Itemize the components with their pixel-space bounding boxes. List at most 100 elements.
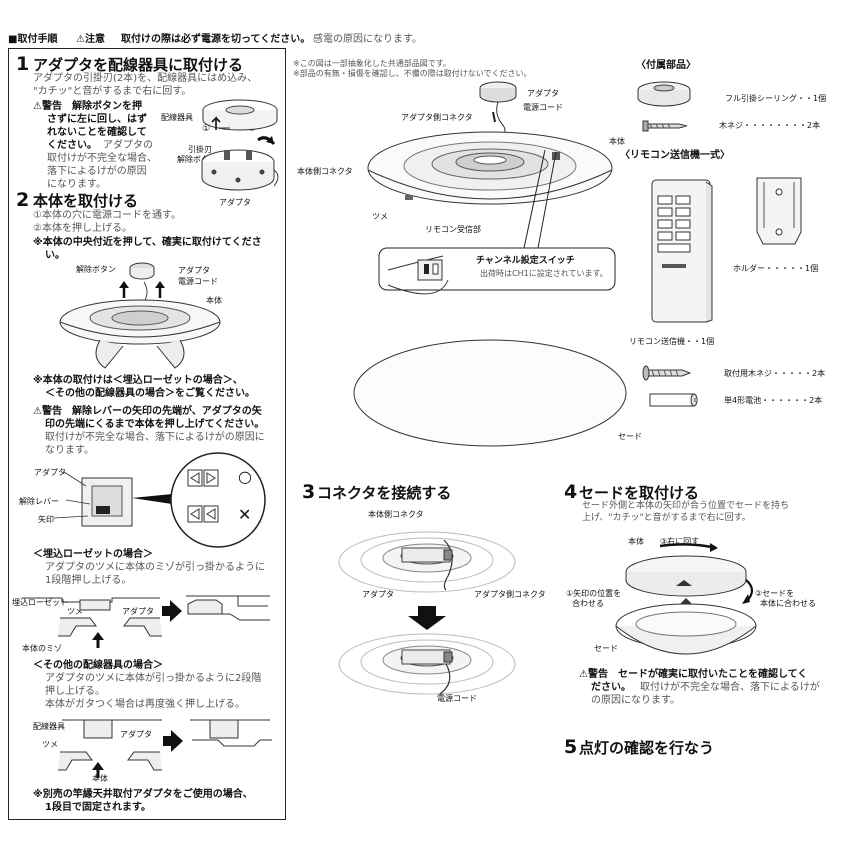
remote-set-title: 〈リモコン送信機一式〉 [620, 150, 730, 161]
accessory-wood-screw: 木ネジ・・・・・・・・2本 [719, 121, 821, 130]
step4-number: 4 [564, 481, 578, 503]
accessory-batteries: 単4形電池・・・・・・2本 [724, 396, 823, 405]
accessory-remote: リモコン送信機・・1個 [629, 337, 715, 346]
ok-mark: ○ [238, 467, 252, 486]
step3-number: 3 [302, 481, 316, 503]
step2-number: 2 [16, 189, 30, 211]
main-label-body: 本体 [609, 137, 625, 146]
diagram-note2: ※部品の有無・損傷を確認し、不備の際は取付けないでください。 [293, 69, 532, 78]
step2-note-l2: い。 [45, 250, 65, 261]
circle-1: ① [202, 124, 211, 134]
label-release-lever: 解除レバー [19, 497, 59, 506]
case2-title: ＜その他の配線器具の場合＞ [33, 660, 163, 671]
main-label-tab: ツメ [372, 212, 388, 221]
step4-title: セードを取付ける [579, 484, 700, 502]
step4-label-rotate: ③右に回す [660, 537, 700, 546]
section-title: ■取付手順 [8, 34, 58, 45]
main-label-body-conn: 本体側コネクタ [297, 167, 353, 176]
step1-warn-l8: になります。 [47, 179, 106, 190]
main-label-adapter: アダプタ [527, 89, 559, 98]
label-adapter-5: アダプタ [120, 730, 152, 739]
ng-mark: ✕ [238, 505, 252, 524]
main-label-cord: 電源コード [523, 103, 563, 112]
accessory-holder: ホルダー・・・・・1個 [733, 264, 819, 273]
step2-note-l1: ※本体の中央付近を押して、確実に取付けてくださ [33, 237, 262, 248]
step2-sub1: ①本体の穴に電源コードを通す。 [33, 210, 181, 221]
label-tab-2: ツメ [42, 740, 58, 749]
step4-label-body: 本体 [628, 537, 644, 546]
label-blade: 引掛刃 [188, 145, 212, 154]
case1-l1: アダプタのツメに本体のミゾが引っ掛かるように [45, 562, 265, 573]
step4-desc2: 上げ、"カチッ"と音がするまで右に回す。 [582, 513, 751, 523]
label-body-2: 本体 [206, 296, 222, 305]
step4-warn-l2b: 取付けが不完全な場合、落下によるけが [640, 682, 820, 693]
case2-l3: 本体がガタつく場合は再度強く押し上げる。 [45, 699, 245, 710]
step3-title: コネクタを接続する [317, 484, 452, 502]
step4-label-align-l2: 合わせる [572, 599, 604, 608]
step4-label-align-l1: ①矢印の位置を [566, 589, 622, 598]
label-release-button: 解除ボタン [177, 155, 217, 164]
label-fixture: 配線器具 [161, 113, 193, 122]
step4-label-fit-l2: 本体に合わせる [760, 599, 816, 608]
step3-label-adapter-conn: アダプタ側コネクタ [474, 590, 546, 599]
step4-label-fit-l1: ②セードを [755, 589, 795, 598]
step3-label-body-conn: 本体側コネクタ [368, 510, 424, 519]
step2-title: 本体を取付ける [33, 192, 139, 210]
caution-main: 取付けの際は必ず電源を切ってください。 [121, 34, 311, 45]
case2-l2: 押し上げる。 [45, 686, 105, 697]
step4-warn-l3: の原因になります。 [591, 695, 680, 706]
step2-ref-l2: ＜その他の配線器具の場合＞をご覧ください。 [45, 388, 255, 399]
step4-desc1: セード外側と本体の矢印が合う位置でセードを持ち [582, 501, 790, 511]
label-rosette: 埋込ローゼット [12, 598, 68, 607]
main-label-adapter-conn: アダプタ側コネクタ [401, 113, 473, 122]
step1-warn-l1: ⚠警告 解除ボタンを押 [33, 101, 142, 112]
accessories-title: 〈付属部品〉 [636, 60, 696, 71]
label-adapter-2: アダプタ [178, 266, 210, 275]
step1-warn-l7: 落下によるけがの原因 [47, 166, 147, 177]
step3-label-adapter: アダプタ [362, 590, 394, 599]
caution-label: ⚠注意 [76, 34, 105, 45]
case1-title: ＜埋込ローゼットの場合＞ [33, 549, 153, 560]
step2-warn-l1: ⚠警告 解除レバーの矢印の先端が、アダプタの矢 [33, 406, 262, 417]
label-cord-2: 電源コード [178, 277, 218, 286]
step4-warn-l1: ⚠警告 セードが確実に取付いたことを確認してく [579, 669, 808, 680]
step2-sub2: ②本体を押し上げる。 [33, 223, 132, 234]
step2-warn-l4: なります。 [45, 445, 94, 456]
step2-warn-l3: 取付けが不完全な場合、落下によるけがの原因に [45, 432, 265, 443]
diagram-note1: ※この図は一部抽象化した共通部品図です。 [293, 59, 451, 68]
label-adapter: アダプタ [219, 198, 251, 207]
accessory-ceiling: フル引掛シーリング・・1個 [725, 94, 827, 103]
step1-warn-l3: れないことを確認して [47, 127, 147, 138]
step2-warn-l2: 印の先端にくるまで本体を押し上げてください。 [45, 419, 265, 430]
step1-desc1: アダプタの引掛刃(2本)を、配線器具にはめ込み、 [33, 73, 258, 84]
label-release-button-2: 解除ボタン [76, 265, 116, 274]
channel-switch-title: チャンネル設定スイッチ [476, 256, 575, 266]
step1-warn-l2: さずに左に回し、はず [47, 114, 147, 125]
step1-desc2: "カチッ"と音がするまで右に回す。 [33, 86, 192, 97]
case1-l2: 1段階押し上げる。 [45, 575, 132, 586]
label-body-3: 本体 [92, 774, 108, 783]
case2-l1: アダプタのツメに本体が引っ掛かるように2段階 [45, 673, 262, 684]
step1-warn-l6: 取付けが不完全な場合、 [47, 153, 157, 164]
accessory-mount-screws: 取付用木ネジ・・・・・2本 [724, 369, 826, 378]
label-fixture-2: 配線器具 [33, 722, 65, 731]
step1-warn-l5: アダプタの [103, 140, 153, 151]
step5-number: 5 [564, 736, 578, 758]
step2-ref-l1: ※本体の取付けは＜埋込ローゼットの場合＞、 [33, 375, 243, 386]
channel-switch-sub: 出荷時はCH1に設定されています。 [480, 269, 608, 278]
main-label-receiver: リモコン受信部 [425, 225, 481, 234]
label-groove: 本体のミゾ [22, 644, 62, 653]
step1-number: 1 [16, 53, 30, 75]
step4-warn-l2: ださい。 [591, 682, 631, 693]
step1-title: アダプタを配線器具に取付ける [33, 56, 244, 74]
label-tab-1: ツメ [67, 607, 83, 616]
case2-note-l2: 1段目で固定されます。 [45, 802, 151, 813]
caution-tail: 感電の原因になります。 [313, 34, 422, 45]
